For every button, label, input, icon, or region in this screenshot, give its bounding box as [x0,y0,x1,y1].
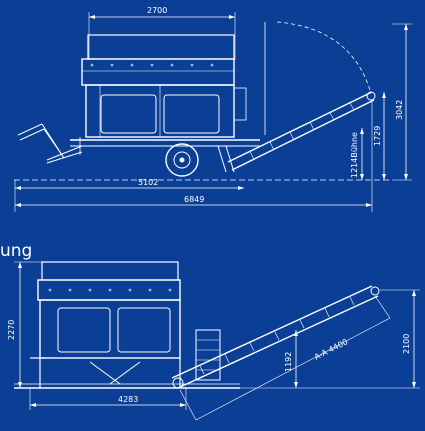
dim-1192-label: 1192 [284,352,293,372]
bottom-machine-view: A-A 4400 2270 1192 2100 4283 [7,261,420,421]
dim-2270-label: 2270 [7,320,16,340]
dim-1729-label: 1729 [373,126,382,146]
top-machine-view: 2700 [14,6,412,212]
dim-belt-label: A-A 4400 [313,337,350,362]
dim-4283-label: 4283 [118,395,138,404]
dim-6849-label: 6849 [184,195,204,204]
dim-1214-buehne-label: 1214Bühne [350,132,359,178]
dim-2700-label: 2700 [147,6,167,15]
dim-5102-label: 5102 [138,178,158,187]
section-caption: ung [0,241,32,261]
dim-2100-label: 2100 [402,334,411,354]
dim-3042-label: 3042 [395,100,404,120]
